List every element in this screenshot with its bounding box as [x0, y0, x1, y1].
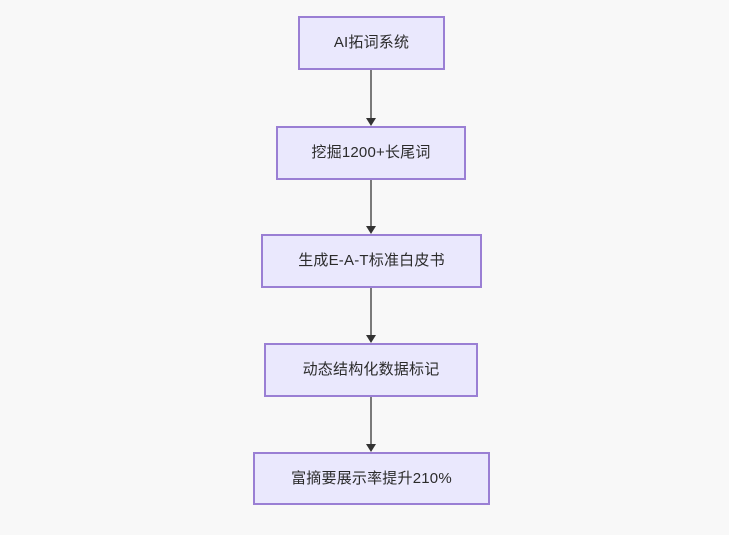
flow-node-rich-snippet-result[interactable]: 富摘要展示率提升210%: [253, 452, 490, 505]
flow-node-label: 动态结构化数据标记: [302, 361, 440, 378]
flow-node-label: 挖掘1200+长尾词: [311, 144, 431, 161]
flow-node-structured-data-markup[interactable]: 动态结构化数据标记: [264, 343, 478, 397]
connector-arrowhead-4: [366, 444, 376, 452]
flow-node-eat-whitepaper[interactable]: 生成E-A-T标准白皮书: [261, 234, 482, 288]
connector-line-4: [370, 397, 372, 444]
flow-node-ai-keyword-system[interactable]: AI拓词系统: [298, 16, 445, 70]
flow-node-label: AI拓词系统: [333, 34, 410, 51]
connector-line-3: [370, 288, 372, 335]
connector-line-2: [370, 180, 372, 226]
flow-node-label: 富摘要展示率提升210%: [291, 469, 452, 487]
flow-node-longtail-mining[interactable]: 挖掘1200+长尾词: [276, 126, 466, 180]
connector-line-1: [370, 70, 372, 118]
connector-arrowhead-3: [366, 335, 376, 343]
connector-arrowhead-1: [366, 118, 376, 126]
connector-arrowhead-2: [366, 226, 376, 234]
flow-node-label: 生成E-A-T标准白皮书: [298, 252, 445, 269]
